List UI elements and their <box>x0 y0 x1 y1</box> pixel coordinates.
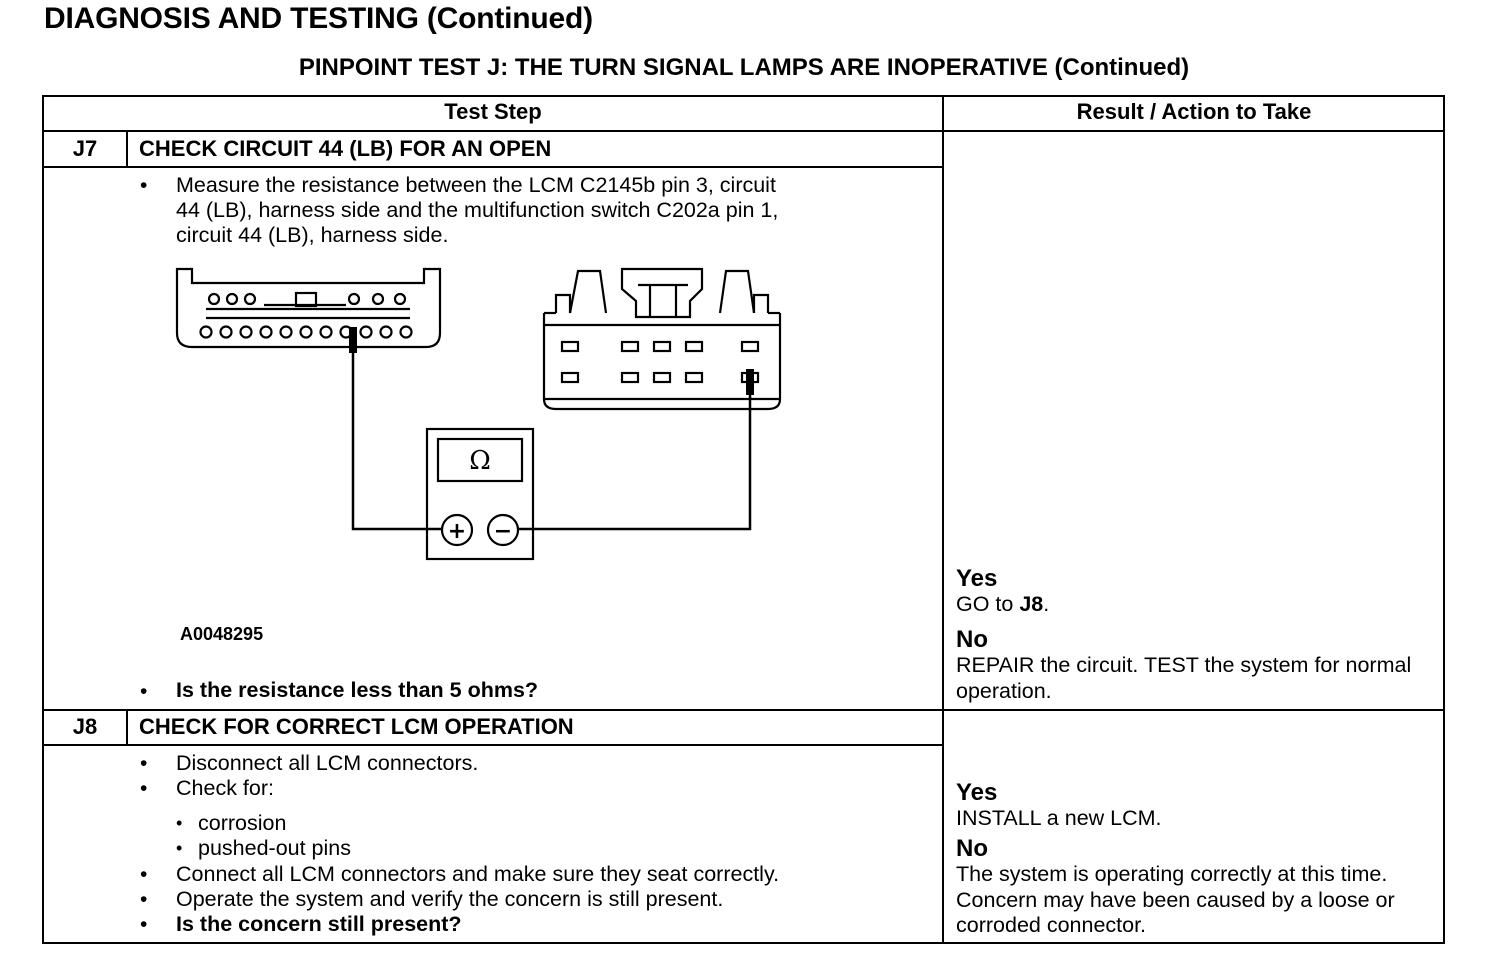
j7-question: Is the resistance less than 5 ohms? <box>176 678 539 702</box>
header-divider <box>42 130 1445 132</box>
lcm-connector-c2145b <box>175 267 442 349</box>
resistance-measurement-diagram: Ω + − <box>175 267 782 561</box>
j7-instruction-line3: circuit 44 (LB), harness side. <box>176 223 449 247</box>
bullet: • <box>140 680 148 703</box>
j7-no-action: REPAIR the circuit. TEST the system for … <box>956 653 1412 703</box>
j8-instruction-2: Check for: <box>176 776 274 800</box>
bullet: • <box>140 777 148 800</box>
step-id-j7: J7 <box>72 136 98 161</box>
sub-bullet: • <box>176 813 183 833</box>
j8-question: Is the concern still present? <box>176 912 462 936</box>
j8-no-action: The system is operating correctly at thi… <box>956 862 1395 937</box>
page-title: DIAGNOSIS AND TESTING (Continued) <box>44 2 593 35</box>
j8-yes-label: Yes <box>956 779 998 806</box>
header-test-step: Test Step <box>444 99 542 124</box>
plus-terminal-icon: + <box>448 519 466 544</box>
page-subtitle: PINPOINT TEST J: THE TURN SIGNAL LAMPS A… <box>298 54 1190 81</box>
bullet: • <box>140 888 148 911</box>
multifunction-switch-connector-c202a <box>542 267 782 411</box>
j8-instruction-5: Connect all LCM connectors and make sure… <box>176 862 780 886</box>
step-id-divider-j7 <box>126 130 128 168</box>
ohmmeter <box>425 427 535 561</box>
bullet: • <box>140 174 148 197</box>
j8-no-label: No <box>956 835 988 862</box>
j7-instruction-line1: Measure the resistance between the LCM C… <box>176 173 776 197</box>
step-title-divider-j8 <box>42 744 944 746</box>
ohm-symbol: Ω <box>469 446 491 476</box>
j8-check-pushed-out-pins: pushed-out pins <box>198 836 351 860</box>
step-title-divider-j7 <box>42 166 944 168</box>
figure-id: A0048295 <box>180 624 264 644</box>
step-id-divider-j8 <box>126 709 128 746</box>
j8-yes-action: INSTALL a new LCM. <box>956 806 1162 830</box>
column-divider <box>942 95 944 944</box>
bullet: • <box>140 913 148 936</box>
step-title-j7: CHECK CIRCUIT 44 (LB) FOR AN OPEN <box>139 136 552 161</box>
step-title-j8: CHECK FOR CORRECT LCM OPERATION <box>139 714 574 739</box>
bullet: • <box>140 752 148 775</box>
pinpoint-table <box>42 95 1445 944</box>
sub-bullet: • <box>176 838 183 858</box>
j7-yes-action: GO to J8. <box>956 592 1050 616</box>
j7-yes-label: Yes <box>956 565 998 592</box>
j7-no-label: No <box>956 626 988 653</box>
step-row-divider <box>42 709 1445 711</box>
lcm-test-probe <box>349 327 357 353</box>
step-id-j8: J8 <box>72 714 98 739</box>
bullet: • <box>140 863 148 886</box>
j8-check-corrosion: corrosion <box>198 811 287 835</box>
switch-test-probe <box>746 369 754 395</box>
j8-instruction-1: Disconnect all LCM connectors. <box>176 751 479 775</box>
minus-terminal-icon: − <box>494 519 512 544</box>
test-leads <box>351 353 752 531</box>
header-result-action: Result / Action to Take <box>1076 99 1312 124</box>
j8-instruction-6: Operate the system and verify the concer… <box>176 887 724 911</box>
j7-instruction-line2: 44 (LB), harness side and the multifunct… <box>176 198 779 222</box>
